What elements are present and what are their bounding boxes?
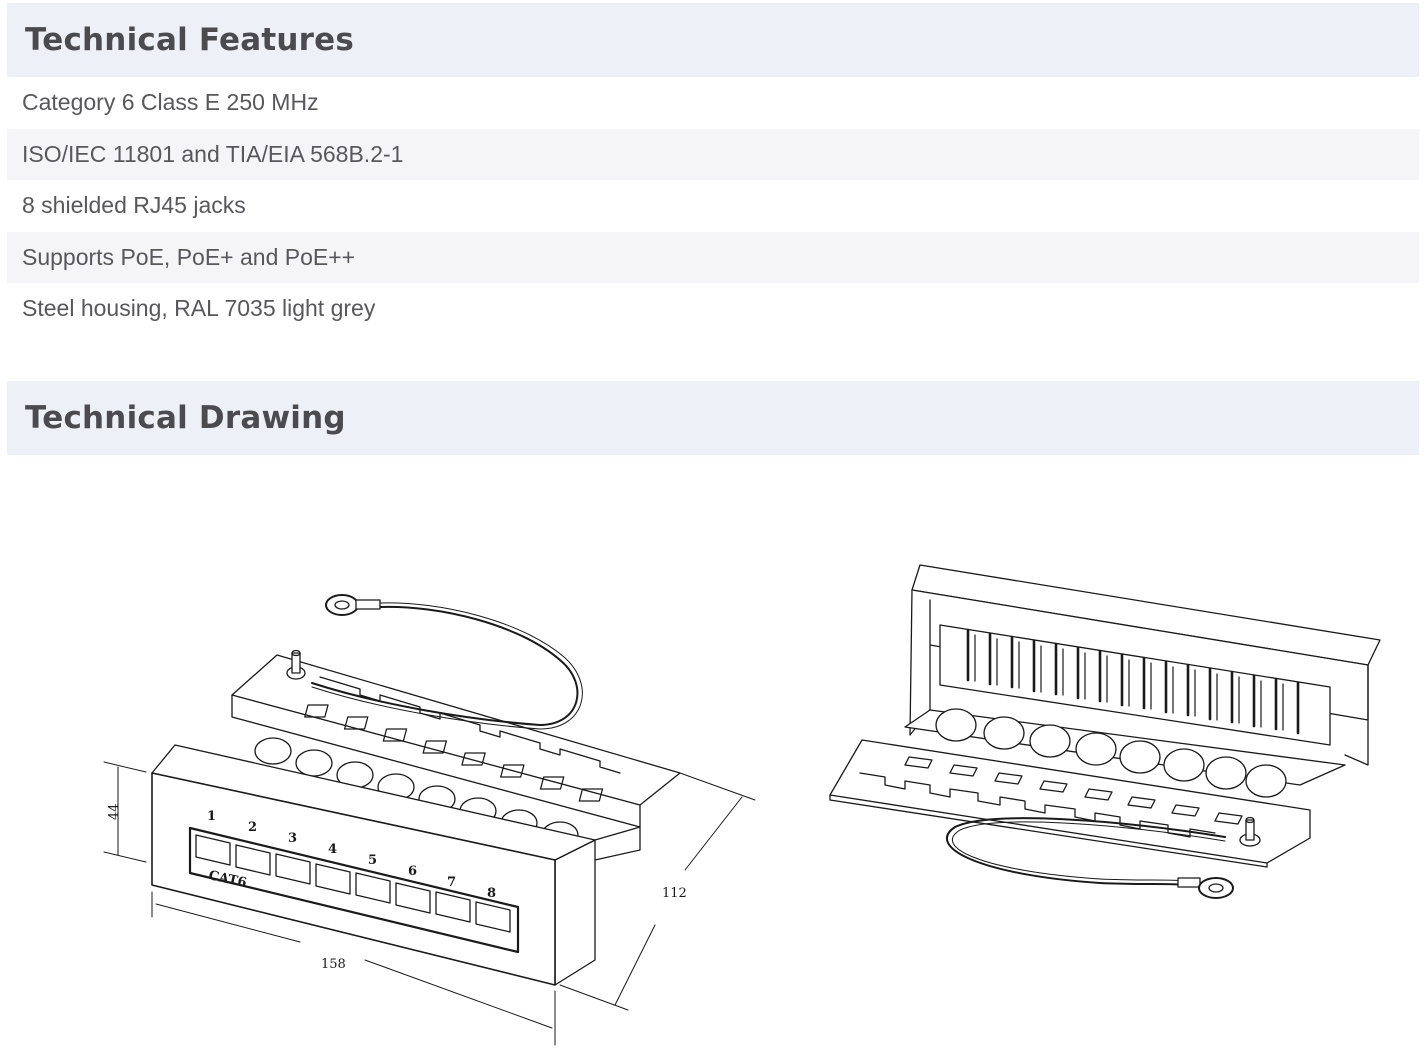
rj45-ports	[195, 834, 511, 933]
port-number: 6	[408, 864, 417, 879]
technical-features-title: Technical Features	[25, 22, 355, 58]
port-number: 5	[368, 853, 377, 868]
dimension-height-label: 44	[107, 803, 122, 820]
port-number: 4	[328, 842, 337, 857]
technical-features-header: Technical Features	[7, 3, 1419, 77]
idc-termination-blocks	[939, 624, 1331, 746]
port-number: 8	[487, 886, 496, 901]
dimension-labels: 44 158 112	[107, 803, 687, 972]
technical-features-list: Category 6 Class E 250 MHz ISO/IEC 11801…	[7, 77, 1419, 335]
feature-item: 8 shielded RJ45 jacks	[22, 192, 246, 218]
port-number: 1	[207, 809, 216, 824]
rear-ground-post-icon	[1239, 816, 1261, 847]
technical-drawing-title: Technical Drawing	[25, 400, 346, 436]
port-number-labels: 1 2 3 4 5 6 7 8	[207, 809, 496, 901]
top-plate-holes	[304, 704, 604, 802]
rear-jack-backs	[935, 708, 1287, 798]
feature-item: Steel housing, RAL 7035 light grey	[22, 295, 376, 321]
rear-ground-wire	[946, 817, 1234, 899]
technical-drawing: 1 2 3 4 5 6 7 8 CAT6	[0, 455, 1426, 1057]
port-number: 2	[248, 820, 257, 835]
port-number: 7	[447, 875, 456, 890]
feature-item: Supports PoE, PoE+ and PoE++	[7, 231, 1419, 283]
technical-drawing-svg: 1 2 3 4 5 6 7 8 CAT6	[103, 564, 1381, 1046]
dimension-depth-label: 112	[662, 886, 687, 901]
ground-post-icon	[286, 649, 306, 680]
dimension-lines	[103, 761, 756, 1046]
feature-item: Category 6 Class E 250 MHz	[22, 89, 319, 115]
front-view-panel: 1 2 3 4 5 6 7 8 CAT6	[151, 594, 681, 986]
dimension-width-label: 158	[321, 957, 346, 972]
port-number: 3	[288, 831, 297, 846]
ground-wire	[311, 594, 583, 730]
technical-drawing-header: Technical Drawing	[7, 381, 1419, 455]
feature-item: ISO/IEC 11801 and TIA/EIA 568B.2-1	[7, 128, 1419, 180]
rear-view-panel	[829, 564, 1381, 899]
bottom-plate-holes	[904, 756, 1243, 825]
